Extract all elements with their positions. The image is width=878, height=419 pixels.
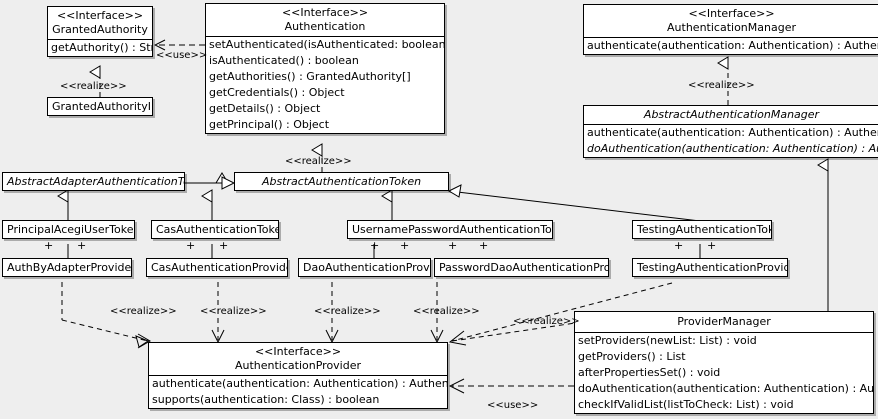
authentication-provider-header: <<Interface>> AuthenticationProvider <box>149 343 447 375</box>
class-name: AuthByAdapterProvider <box>7 261 132 274</box>
divider <box>206 36 444 37</box>
stereotype-label: <<Interface>> <box>254 345 342 358</box>
divider <box>48 39 152 40</box>
multiplicity-marker: + <box>44 239 54 252</box>
class-name: GrantedAuthorityImpl <box>52 100 152 113</box>
class-principal-acegi-user-token[interactable]: PrincipalAcegiUserToken <box>2 220 135 239</box>
class-name: PrincipalAcegiUserToken <box>7 223 135 236</box>
authentication-manager-header: <<Interface>> AuthenticationManager <box>584 5 878 37</box>
class-abstract-adapter-authentication-token[interactable]: AbstractAdapterAuthenticationToken <box>2 172 185 191</box>
class-name: UsernamePasswordAuthenticationToken <box>352 223 553 236</box>
multiplicity-marker: + <box>448 239 458 252</box>
class-password-dao-authentication-provider[interactable]: PasswordDaoAuthenticationProvider <box>434 258 609 277</box>
class-name: TestingAuthenticationToken <box>637 223 771 236</box>
edge-label-use-provider-manager: <<use>> <box>487 400 539 411</box>
class-abstract-authentication-token[interactable]: AbstractAuthenticationToken <box>234 172 449 191</box>
method-row: getAuthority() : String <box>51 41 152 54</box>
multiplicity-marker: + <box>219 239 229 252</box>
class-name: PasswordDaoAuthenticationProvider <box>439 261 609 274</box>
class-granted-authority[interactable]: <<Interface>> GrantedAuthority getAuthor… <box>47 6 153 57</box>
method-row: checkIfValidList(listToCheck: List) : vo… <box>578 398 794 411</box>
class-username-password-authentication-token[interactable]: UsernamePasswordAuthenticationToken <box>347 220 553 239</box>
class-authentication-provider[interactable]: <<Interface>> AuthenticationProvider aut… <box>148 342 448 409</box>
class-name: CasAuthenticationToken <box>156 223 279 236</box>
class-name: AuthenticationManager <box>667 21 796 34</box>
method-row: authenticate(authentication: Authenticat… <box>152 377 447 390</box>
authentication-header: <<Interface>> Authentication <box>206 4 444 36</box>
method-row: setProviders(newList: List) : void <box>578 334 757 347</box>
class-cas-authentication-provider[interactable]: CasAuthenticationProvider <box>146 258 288 277</box>
class-name: TestingAuthenticationProvider <box>637 261 788 274</box>
divider <box>584 37 878 38</box>
method-row: getCredentials() : Object <box>209 86 345 99</box>
multiplicity-marker: + <box>400 239 410 252</box>
edge-label-realize-granted-authority-impl: <<realize>> <box>60 81 127 92</box>
class-dao-authentication-provider[interactable]: DaoAuthenticationProvider <box>298 258 431 277</box>
multiplicity-marker: + <box>479 239 489 252</box>
edge-label-realize-dao-provider: <<realize>> <box>314 306 381 317</box>
method-row: doAuthentication(authentication: Authent… <box>587 142 878 155</box>
authentication-provider-methods: authenticate(authentication: Authenticat… <box>149 376 447 408</box>
method-row: doAuthentication(authentication: Authent… <box>578 382 873 395</box>
class-authentication[interactable]: <<Interface>> Authentication setAuthenti… <box>205 3 445 134</box>
multiplicity-marker: + <box>707 239 717 252</box>
multiplicity-marker: + <box>370 239 380 252</box>
class-name: ProviderManager <box>677 315 771 328</box>
edge-label-realize-provider-manager: <<realize>> <box>513 316 580 327</box>
divider <box>575 332 873 333</box>
method-row: afterPropertiesSet() : void <box>578 366 721 379</box>
class-cas-authentication-token[interactable]: CasAuthenticationToken <box>151 220 279 239</box>
class-name: Authentication <box>284 20 366 33</box>
divider <box>584 124 878 125</box>
method-row: authenticate(authentication: Authenticat… <box>587 39 878 52</box>
abstract-authentication-manager-methods: authenticate(authentication: Authenticat… <box>584 125 878 157</box>
class-name: AbstractAdapterAuthenticationToken <box>7 175 184 188</box>
multiplicity-marker: + <box>674 239 684 252</box>
method-row: setAuthenticated(isAuthenticated: boolea… <box>209 38 444 51</box>
class-name: GrantedAuthority <box>52 23 148 36</box>
method-row: supports(authentication: Class) : boolea… <box>152 393 380 406</box>
edge-label-realize-cas-provider: <<realize>> <box>200 306 267 317</box>
class-name: CasAuthenticationProvider <box>151 261 288 274</box>
method-row: getAuthorities() : GrantedAuthority[] <box>209 70 411 83</box>
class-name: DaoAuthenticationProvider <box>303 261 430 274</box>
method-row: getProviders() : List <box>578 350 686 363</box>
class-name: AbstractAuthenticationManager <box>643 108 820 121</box>
class-authentication-manager[interactable]: <<Interface>> AuthenticationManager auth… <box>583 4 878 55</box>
class-testing-authentication-token[interactable]: TestingAuthenticationToken <box>632 220 772 239</box>
multiplicity-marker: + <box>77 239 87 252</box>
authentication-manager-methods: authenticate(authentication: Authenticat… <box>584 38 878 54</box>
edge-label-realize-abstract-auth-manager: <<realize>> <box>688 80 755 91</box>
stereotype-label: <<Interface>> <box>688 7 775 20</box>
class-auth-by-adapter-provider[interactable]: AuthByAdapterProvider <box>2 258 132 277</box>
divider <box>149 375 447 376</box>
abstract-authentication-manager-header: AbstractAuthenticationManager <box>584 106 878 124</box>
provider-manager-header: ProviderManager <box>575 312 873 332</box>
method-row: authenticate(authentication: Authenticat… <box>587 126 878 139</box>
stereotype-label: <<Interface>> <box>56 9 144 22</box>
class-provider-manager[interactable]: ProviderManager setProviders(newList: Li… <box>574 311 874 414</box>
class-abstract-authentication-manager[interactable]: AbstractAuthenticationManager authentica… <box>583 105 878 158</box>
method-row: getDetails() : Object <box>209 102 321 115</box>
provider-manager-methods: setProviders(newList: List) : void getPr… <box>575 333 873 413</box>
edge-label-realize-auth-by-adapter: <<realize>> <box>110 306 177 317</box>
class-testing-authentication-provider[interactable]: TestingAuthenticationProvider <box>632 258 788 277</box>
edge-label-realize-password-dao-provider: <<realize>> <box>413 306 480 317</box>
authentication-methods: setAuthenticated(isAuthenticated: boolea… <box>206 37 444 133</box>
class-granted-authority-impl[interactable]: GrantedAuthorityImpl <box>47 97 153 116</box>
multiplicity-marker: + <box>186 239 196 252</box>
edge-label-realize-abstract-auth-token: <<realize>> <box>285 156 352 167</box>
granted-authority-header: <<Interface>> GrantedAuthority <box>48 7 152 39</box>
method-row: getPrincipal() : Object <box>209 118 330 131</box>
stereotype-label: <<Interface>> <box>281 6 369 19</box>
class-name: AbstractAuthenticationToken <box>261 175 422 188</box>
method-row: isAuthenticated() : boolean <box>209 54 359 67</box>
granted-authority-methods: getAuthority() : String <box>48 40 152 56</box>
class-name: AuthenticationProvider <box>234 359 362 372</box>
edge-label-use-granted-authority: <<use>> <box>156 50 208 61</box>
